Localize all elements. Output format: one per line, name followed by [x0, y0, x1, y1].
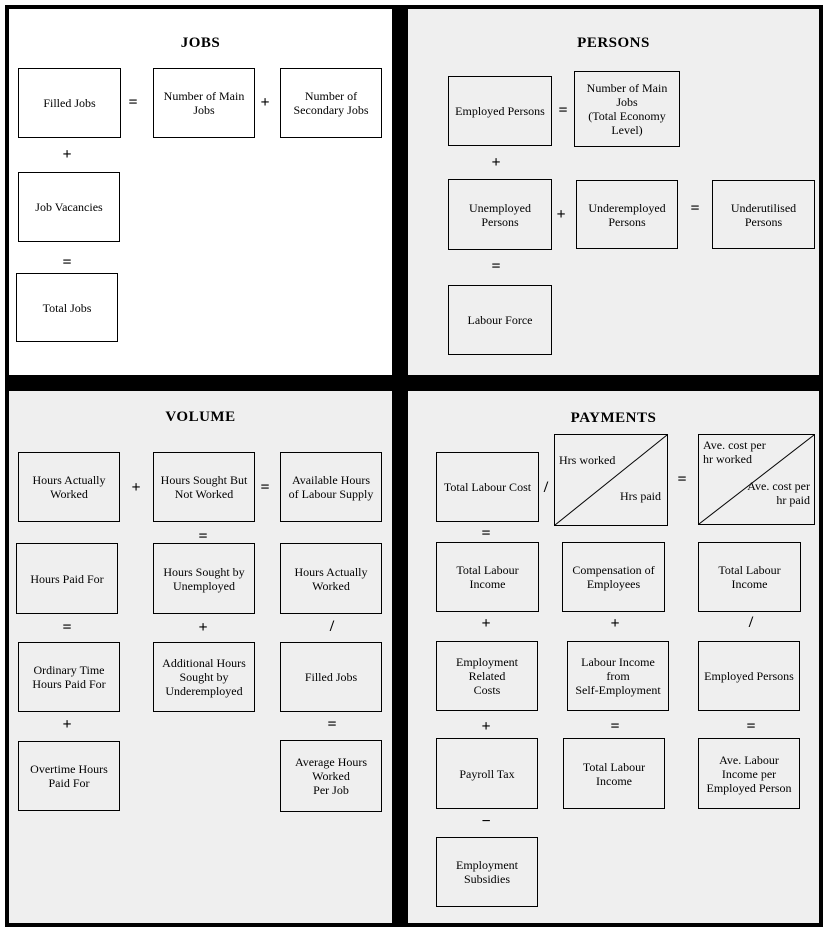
operator-equals: = [260, 479, 270, 496]
box-employment-related-costs: Employment Related Costs [436, 641, 538, 711]
box-compensation-of-employees: Compensation of Employees [562, 542, 665, 612]
box-hrs-worked-over-hrs-paid: Hrs worked Hrs paid [554, 434, 668, 526]
box-number-of-main-jobs: Number of Main Jobs [153, 68, 255, 138]
operator-plus: + [260, 94, 270, 111]
operator-equals: = [481, 525, 491, 542]
box-average-hours-worked-per-job: Average Hours Worked Per Job [280, 740, 382, 812]
operator-equals: = [327, 716, 337, 733]
box-employment-subsidies: Employment Subsidies [436, 837, 538, 907]
split-label-hrs-worked: Hrs worked [559, 453, 616, 467]
box-ave-cost-per-hr-worked-over-paid: Ave. cost per hr worked Ave. cost per hr… [698, 434, 815, 525]
operator-equals: = [128, 94, 138, 111]
box-payroll-tax: Payroll Tax [436, 738, 538, 809]
box-number-of-main-jobs-total-economy: Number of Main Jobs (Total Economy Level… [574, 71, 680, 147]
operator-equals: = [198, 528, 208, 545]
box-job-vacancies: Job Vacancies [18, 172, 120, 242]
split-label-ave-cost-hr-worked: Ave. cost per hr worked [703, 438, 766, 466]
box-unemployed-persons: Unemployed Persons [448, 179, 552, 250]
quadrant-persons: PERSONS Employed Persons = Number of Mai… [408, 9, 819, 375]
box-underemployed-persons: Underemployed Persons [576, 180, 678, 249]
quadrant-title-volume: VOLUME [165, 409, 236, 425]
box-labour-force: Labour Force [448, 285, 552, 355]
box-hours-sought-but-not-worked: Hours Sought But Not Worked [153, 452, 255, 522]
operator-divide: / [748, 614, 754, 631]
operator-equals: = [677, 471, 687, 488]
box-overtime-hours-paid-for: Overtime Hours Paid For [18, 741, 120, 811]
operator-equals: = [690, 200, 700, 217]
box-total-labour-income-3: Total Labour Income [563, 738, 665, 809]
box-employed-persons-payments: Employed Persons [698, 641, 800, 711]
operator-divide: / [329, 618, 335, 635]
operator-equals: = [62, 619, 72, 636]
quadrant-payments: PAYMENTS Total Labour Cost / Hrs worked … [408, 391, 819, 923]
box-hours-paid-for: Hours Paid For [16, 543, 118, 614]
operator-plus: + [481, 615, 491, 632]
quadrant-volume: VOLUME Hours Actually Worked + Hours Sou… [9, 391, 392, 923]
box-hours-actually-worked-2: Hours Actually Worked [280, 543, 382, 614]
box-labour-income-from-self-employment: Labour Income from Self-Employment [567, 641, 669, 711]
box-number-of-secondary-jobs: Number of Secondary Jobs [280, 68, 382, 138]
operator-plus: + [556, 206, 566, 223]
quadrant-jobs: JOBS Filled Jobs = Number of Main Jobs +… [9, 9, 392, 375]
operator-plus: + [62, 716, 72, 733]
operator-equals: = [491, 258, 501, 275]
operator-equals: = [62, 254, 72, 271]
operator-plus: + [131, 479, 141, 496]
operator-plus: + [481, 718, 491, 735]
operator-plus: + [610, 615, 620, 632]
box-available-hours-of-labour-supply: Available Hours of Labour Supply [280, 452, 382, 522]
box-hours-sought-by-unemployed: Hours Sought by Unemployed [153, 543, 255, 614]
box-filled-jobs: Filled Jobs [18, 68, 121, 138]
box-total-jobs: Total Jobs [16, 273, 118, 342]
box-ordinary-time-hours-paid-for: Ordinary Time Hours Paid For [18, 642, 120, 712]
operator-equals: = [610, 718, 620, 735]
box-filled-jobs-volume: Filled Jobs [280, 642, 382, 712]
operator-plus: + [62, 146, 72, 163]
operator-equals: = [558, 102, 568, 119]
operator-minus: − [481, 813, 491, 830]
box-underutilised-persons: Underutilised Persons [712, 180, 815, 249]
operator-equals: = [746, 718, 756, 735]
split-label-hrs-paid: Hrs paid [620, 489, 661, 503]
box-total-labour-cost: Total Labour Cost [436, 452, 539, 522]
box-total-labour-income-1: Total Labour Income [436, 542, 539, 612]
box-ave-labour-income-per-employed-person: Ave. Labour Income per Employed Person [698, 738, 800, 809]
diagonal-line [555, 435, 667, 525]
quadrant-title-payments: PAYMENTS [570, 410, 657, 426]
operator-plus: + [491, 154, 501, 171]
box-employed-persons: Employed Persons [448, 76, 552, 146]
quadrant-title-jobs: JOBS [180, 35, 221, 51]
box-additional-hours-sought-by-underemployed: Additional Hours Sought by Underemployed [153, 642, 255, 712]
quadrant-title-persons: PERSONS [577, 35, 650, 51]
box-hours-actually-worked: Hours Actually Worked [18, 452, 120, 522]
diagonal-line [699, 435, 814, 524]
split-label-ave-cost-hr-paid: Ave. cost per hr paid [747, 479, 810, 507]
operator-plus: + [198, 619, 208, 636]
operator-divide: / [543, 479, 549, 496]
box-total-labour-income-2: Total Labour Income [698, 542, 801, 612]
